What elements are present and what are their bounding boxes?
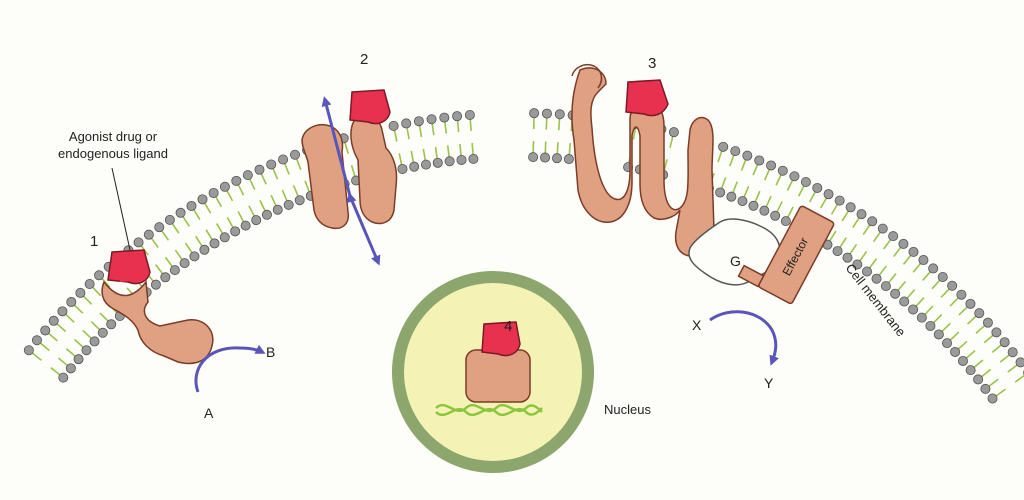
- g-protein: G: [688, 218, 781, 286]
- ligand-callout-line-2: endogenous ligand: [58, 146, 168, 161]
- ligand-2: [349, 89, 391, 125]
- label-y: Y: [764, 375, 774, 391]
- ion-flow-arrow: [321, 96, 357, 204]
- label-x: X: [692, 317, 702, 333]
- receptor-3-gpcr: [571, 64, 715, 257]
- ion-flow-arrow-lower: [348, 195, 381, 266]
- site-1-label: 1: [90, 233, 98, 250]
- receptor-2-ion-channel: [301, 114, 398, 230]
- dna-strand-2: [435, 407, 543, 417]
- intracellular-receptor-4: [465, 349, 531, 403]
- label-b: B: [266, 344, 275, 360]
- nucleus-label: Nucleus: [604, 402, 651, 417]
- ligand-callout-line: [111, 167, 131, 251]
- arrow-a-to-b: [194, 344, 266, 393]
- ligand-1: [107, 249, 151, 285]
- site-3-label: 3: [648, 55, 656, 72]
- g-protein-label: G: [730, 253, 741, 269]
- ligand-callout-line-1: Agonist drug or: [69, 129, 158, 144]
- site-4-label: 4: [504, 318, 512, 335]
- label-a: A: [204, 405, 214, 421]
- nucleus: [392, 271, 594, 473]
- site-2-label: 2: [360, 51, 368, 68]
- ligand-3: [625, 79, 669, 117]
- cell-membrane-label: Cell membrane: [843, 261, 909, 340]
- receptor-1-enzyme-linked: [101, 280, 214, 365]
- ligand-4: [481, 321, 521, 357]
- effector-protein: Effector: [737, 205, 835, 305]
- arrow-x-to-y: [709, 310, 779, 366]
